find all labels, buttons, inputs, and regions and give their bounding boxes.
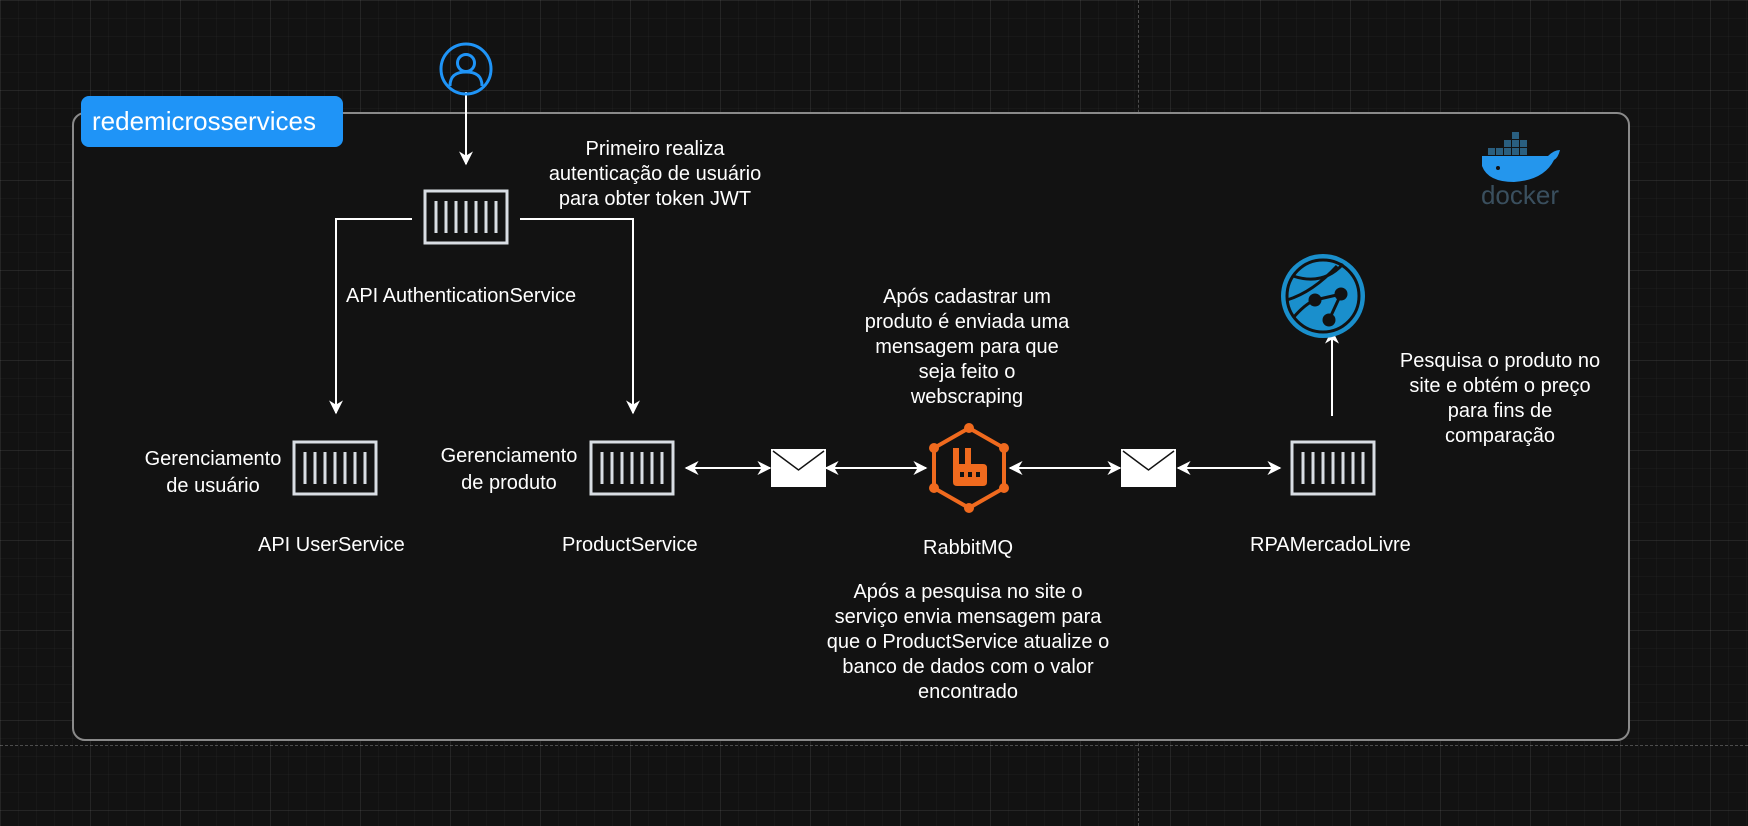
rpa-service-name: RPAMercadoLivre — [1250, 534, 1411, 556]
user-service-container-icon[interactable] — [292, 440, 378, 496]
docker-logo: docker — [1481, 132, 1560, 210]
edge-auth-productservice[interactable] — [520, 218, 640, 415]
user-service-description: Gerenciamento de usuário — [144, 448, 282, 497]
product-service-description: Gerenciamento de produto — [440, 445, 578, 494]
user-icon[interactable] — [439, 42, 493, 96]
guide-line-horizontal — [0, 745, 1748, 746]
envelope-icon[interactable] — [771, 449, 826, 487]
envelope-icon[interactable] — [1121, 449, 1176, 487]
product-service-container-icon[interactable] — [589, 440, 675, 496]
docker-logo-text: docker — [1481, 180, 1559, 210]
rpa-note: Pesquisa o produto no site e obtém o pre… — [1399, 350, 1601, 447]
rabbitmq-name: RabbitMQ — [923, 537, 1014, 559]
group-boundary[interactable] — [72, 112, 1630, 741]
rabbitmq-icon[interactable] — [929, 423, 1009, 513]
auth-service-container-icon[interactable] — [423, 189, 509, 245]
web-globe-icon[interactable] — [1281, 254, 1365, 338]
auth-note: Primeiro realiza autenticação de usuário… — [548, 138, 762, 210]
edge-auth-userservice[interactable] — [329, 218, 412, 415]
group-label[interactable]: redemicrosservices — [81, 96, 343, 147]
product-service-name: ProductService — [562, 534, 698, 556]
broker-note: Após cadastrar um produto é enviada uma … — [864, 286, 1070, 408]
auth-service-name: API AuthenticationService — [346, 285, 577, 307]
user-service-name: API UserService — [258, 534, 405, 556]
rpa-container-icon[interactable] — [1290, 440, 1376, 496]
return-note: Após a pesquisa no site o serviço envia … — [826, 581, 1110, 703]
